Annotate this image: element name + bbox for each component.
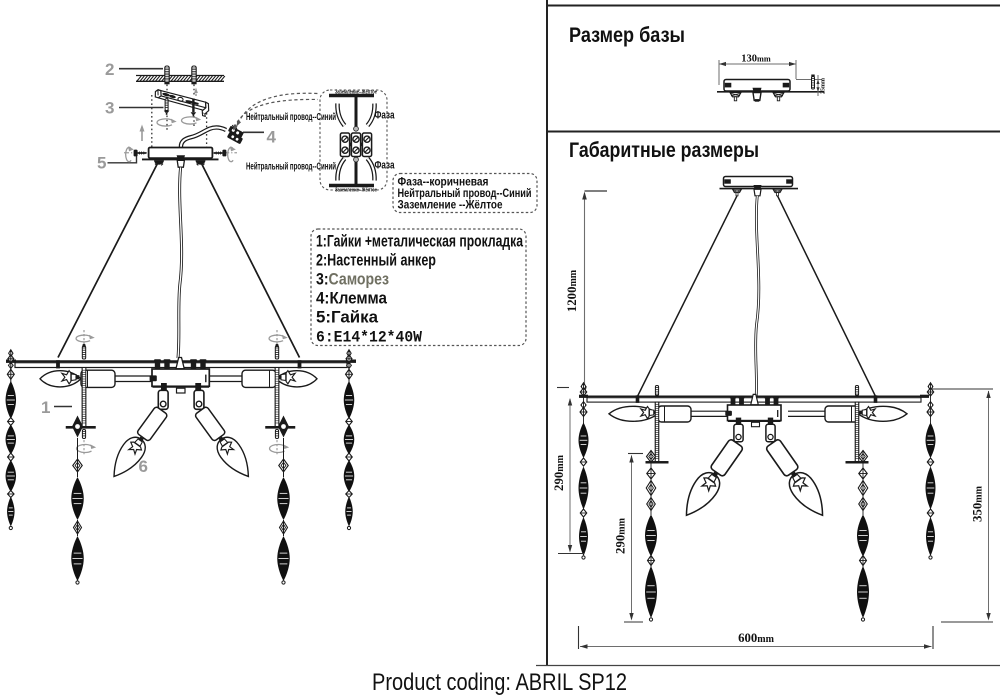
svg-text:Заземление--Жёлтое: Заземление--Жёлтое xyxy=(335,188,377,194)
svg-text:4:Клемма: 4:Клемма xyxy=(316,290,388,308)
svg-text:130mm: 130mm xyxy=(741,53,771,64)
svg-text:Фаза: Фаза xyxy=(375,160,396,172)
svg-text:25mm: 25mm xyxy=(821,78,827,94)
svg-text:Размер базы: Размер базы xyxy=(569,23,685,47)
svg-text:1200mm: 1200mm xyxy=(565,269,579,312)
svg-text:290mm: 290mm xyxy=(614,517,628,554)
svg-text:1:Гайки +металическая прокладк: 1:Гайки +металическая прокладка xyxy=(316,233,524,251)
svg-text:Габаритные размеры: Габаритные размеры xyxy=(569,138,759,162)
svg-text:4: 4 xyxy=(267,128,277,147)
svg-text:Фаза: Фаза xyxy=(375,110,396,122)
svg-text:600mm: 600mm xyxy=(738,631,775,645)
svg-text:Нейтральный провод--Синий: Нейтральный провод--Синий xyxy=(398,188,532,200)
svg-text:Фаза--коричневая: Фаза--коричневая xyxy=(398,177,489,189)
svg-text:5:Гайка: 5:Гайка xyxy=(316,309,379,327)
svg-text:Нейтральный провод--Синий: Нейтральный провод--Синий xyxy=(246,162,336,173)
svg-text:Product coding: ABRIL SP12: Product coding: ABRIL SP12 xyxy=(372,669,627,696)
svg-text:Заземление--Жёлтое: Заземление--Жёлтое xyxy=(335,90,377,96)
svg-text:350mm: 350mm xyxy=(971,485,985,522)
svg-text:2:Настенный анкер: 2:Настенный анкер xyxy=(316,252,436,270)
svg-text:3: 3 xyxy=(105,99,114,118)
svg-text:2: 2 xyxy=(105,60,114,79)
svg-text:Нейтральный провод--Синий: Нейтральный провод--Синий xyxy=(246,112,336,123)
svg-text:Заземление --Жёлтое: Заземление --Жёлтое xyxy=(398,200,503,212)
svg-text:6:E14*12*40W: 6:E14*12*40W xyxy=(316,329,423,347)
svg-text:5: 5 xyxy=(97,154,106,173)
svg-text:290mm: 290mm xyxy=(552,454,566,491)
svg-text:6: 6 xyxy=(139,457,148,476)
svg-text:3:Саморез: 3:Саморез xyxy=(316,271,389,289)
svg-text:1: 1 xyxy=(41,398,50,417)
